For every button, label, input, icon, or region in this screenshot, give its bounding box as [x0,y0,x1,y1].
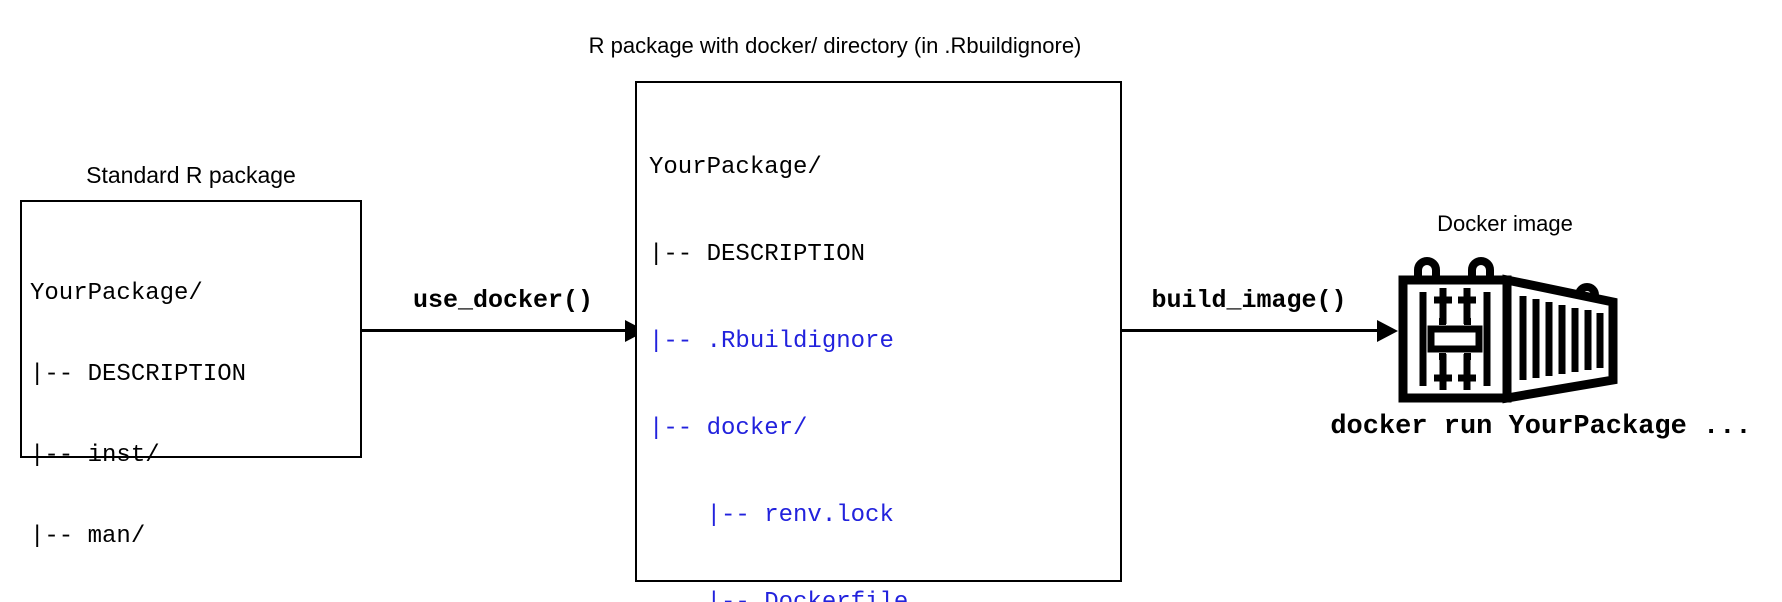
standard-package-tree: YourPackage/ |-- DESCRIPTION |-- inst/ |… [22,202,360,602]
tree-line: |-- inst/ [30,442,160,469]
container-lug [1414,257,1440,280]
standard-package-box: YourPackage/ |-- DESCRIPTION |-- inst/ |… [20,200,362,550]
use-docker-arrow-shaft [362,329,628,332]
container-door-pattern [1419,288,1491,390]
container-lug [1468,257,1494,280]
tree-line: |-- renv.lock [649,502,894,529]
docker-image-title: Docker image [1437,211,1573,236]
tree-line: |-- man/ [30,523,146,550]
docker-run-caption: docker run YourPackage ... [1330,412,1752,442]
tree-line: YourPackage/ [30,280,203,307]
tree-line: YourPackage/ [649,154,822,181]
tree-line: |-- .Rbuildignore [649,328,894,355]
build-image-arrowhead-icon [1377,320,1398,342]
docker-package-tree: YourPackage/ |-- DESCRIPTION |-- .Rbuild… [637,83,1120,602]
container-slats [1519,296,1604,380]
tree-line: |-- docker/ [649,415,808,442]
tree-line: |-- DESCRIPTION [30,361,247,388]
use-docker-label: use_docker() [412,286,594,315]
docker-package-title: R package with docker/ directory (in .Rb… [588,33,1082,58]
tree-line: |-- Dockerfile [649,588,1120,602]
docker-package-box: YourPackage/ |-- DESCRIPTION |-- .Rbuild… [635,81,1122,602]
tree-line: |-- DESCRIPTION [649,241,866,268]
build-image-arrow-shaft [1122,329,1378,332]
container-rivets [1439,318,1511,379]
standard-package-title: Standard R package [86,162,296,188]
build-image-label: build_image() [1151,286,1347,315]
docker-container-icon [1398,257,1618,404]
